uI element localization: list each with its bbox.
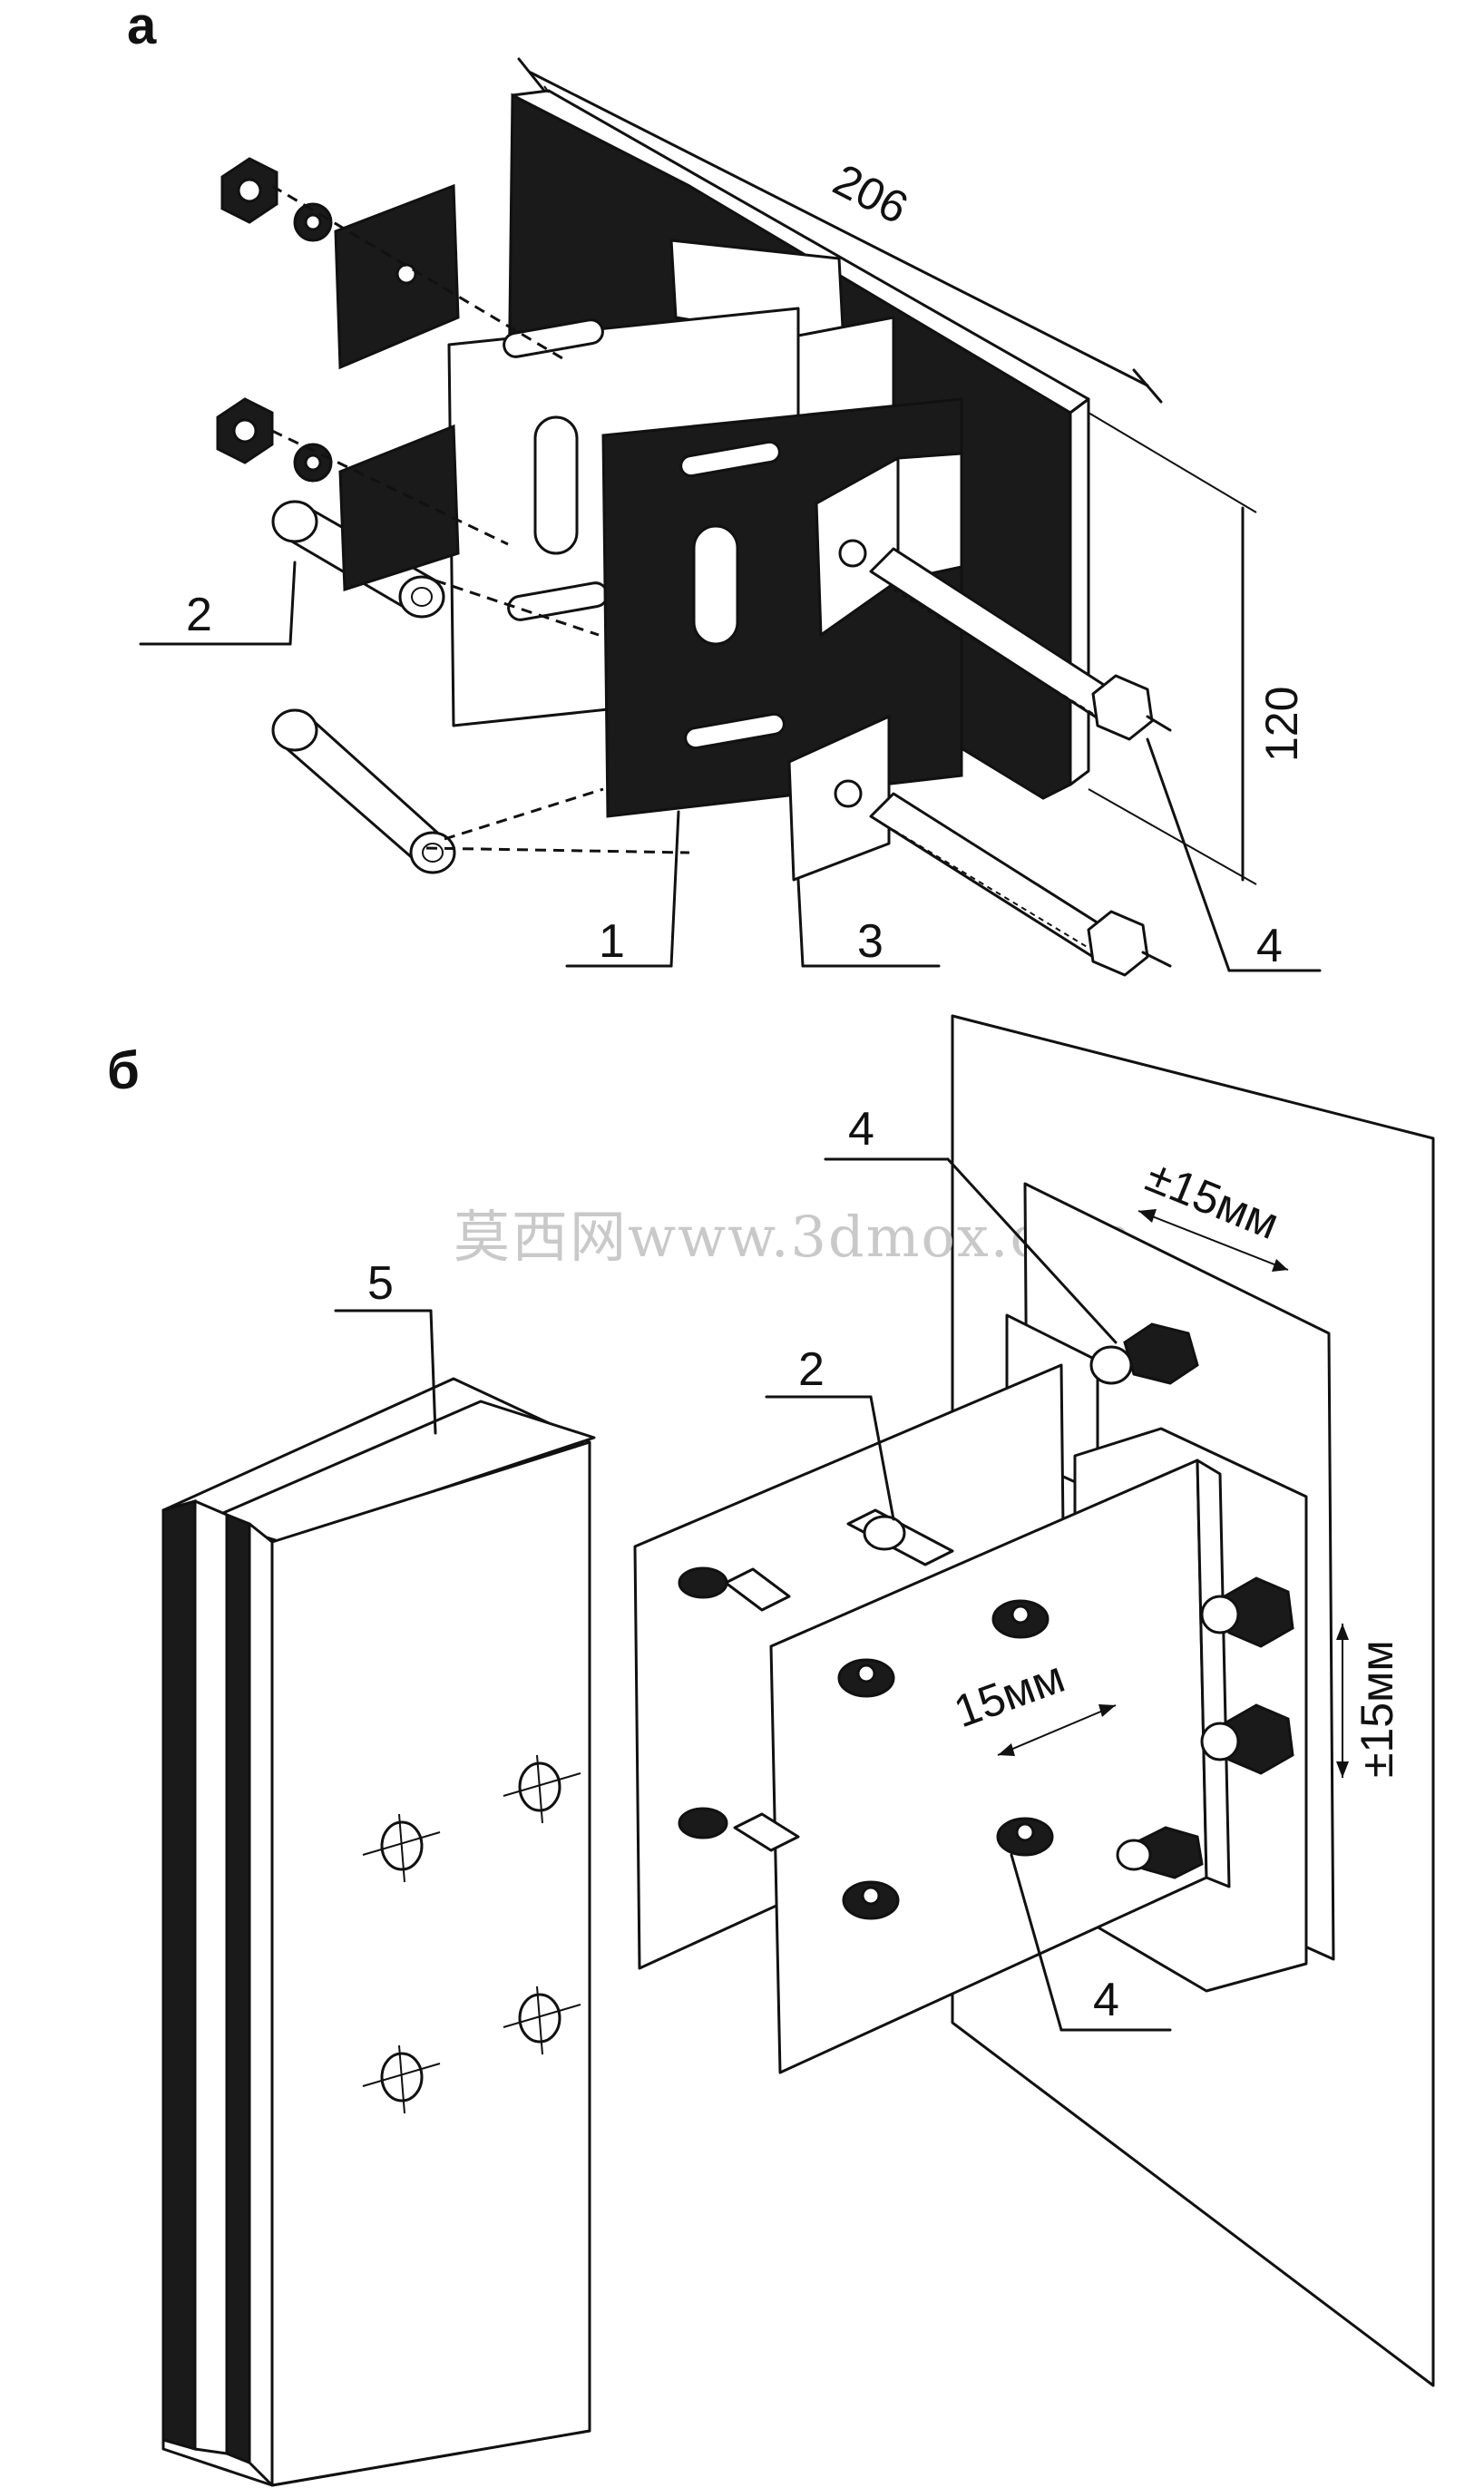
wall-bolt-right-lower xyxy=(1200,1703,1294,1775)
callout-a-1: 1 xyxy=(565,810,680,968)
callout-b-5: 5 xyxy=(334,1257,437,1435)
dimension-width-label: 206 xyxy=(825,154,916,234)
callout-a-3: 3 xyxy=(796,878,941,968)
panel-b-letter: б xyxy=(107,1041,140,1100)
slot-nut-3 xyxy=(842,1880,900,1920)
mullion-profile xyxy=(161,1377,596,2487)
dimension-120: 120 xyxy=(1088,412,1307,885)
callout-a-1-label: 1 xyxy=(599,915,625,968)
slot-nut-4 xyxy=(996,1817,1054,1857)
panel-a: а xyxy=(127,0,1322,977)
wall-bolt-right-upper xyxy=(1200,1576,1294,1648)
callout-a-3-label: 3 xyxy=(857,915,884,968)
callout-b-5-label: 5 xyxy=(367,1257,394,1310)
nut-upper xyxy=(220,157,333,242)
dimension-adj-vertical: ±15мм xyxy=(1336,1624,1402,1778)
spacer-tube-lower xyxy=(271,708,456,874)
callout-a-2-label: 2 xyxy=(186,589,212,641)
slot-nut-2 xyxy=(991,1599,1050,1639)
assembly-lines-a xyxy=(271,184,690,854)
callout-a-2: 2 xyxy=(139,561,297,646)
wall-bolt-top xyxy=(1089,1322,1199,1385)
callout-b-4-bottom-label: 4 xyxy=(1093,1974,1119,2026)
callout-b-2: 2 xyxy=(765,1343,895,1521)
square-washer-lower xyxy=(338,424,460,592)
callout-b-4-top: 4 xyxy=(824,1103,1118,1344)
callout-a-4: 4 xyxy=(1146,737,1322,972)
callout-a-4-label: 4 xyxy=(1256,920,1283,972)
wall-bolt-bottom xyxy=(1116,1826,1204,1879)
panel-b: б 莫西网www.3dmox.com xyxy=(107,1014,1435,2487)
hex-bolt-upper xyxy=(869,547,1172,741)
slot-nut-5 xyxy=(678,1566,728,1839)
adj-horizontal-label: ±15мм xyxy=(1139,1150,1286,1249)
nut-lower xyxy=(216,397,333,483)
dimension-height-label: 120 xyxy=(1256,687,1307,762)
callout-b-4-top-label: 4 xyxy=(848,1103,874,1156)
square-washer-upper xyxy=(334,183,460,370)
angle-clip-lower xyxy=(787,715,891,882)
bracket-assembly xyxy=(633,1182,1335,2074)
adj-vertical-label: ±15мм xyxy=(1352,1640,1402,1778)
hex-bolt-lower xyxy=(869,792,1172,977)
callout-b-4-bottom: 4 xyxy=(1010,1853,1172,2032)
angle-clip-upper xyxy=(815,452,963,637)
slot-nut-1 xyxy=(837,1658,895,1698)
callout-b-2-label: 2 xyxy=(798,1343,825,1396)
panel-a-letter: а xyxy=(127,0,157,55)
